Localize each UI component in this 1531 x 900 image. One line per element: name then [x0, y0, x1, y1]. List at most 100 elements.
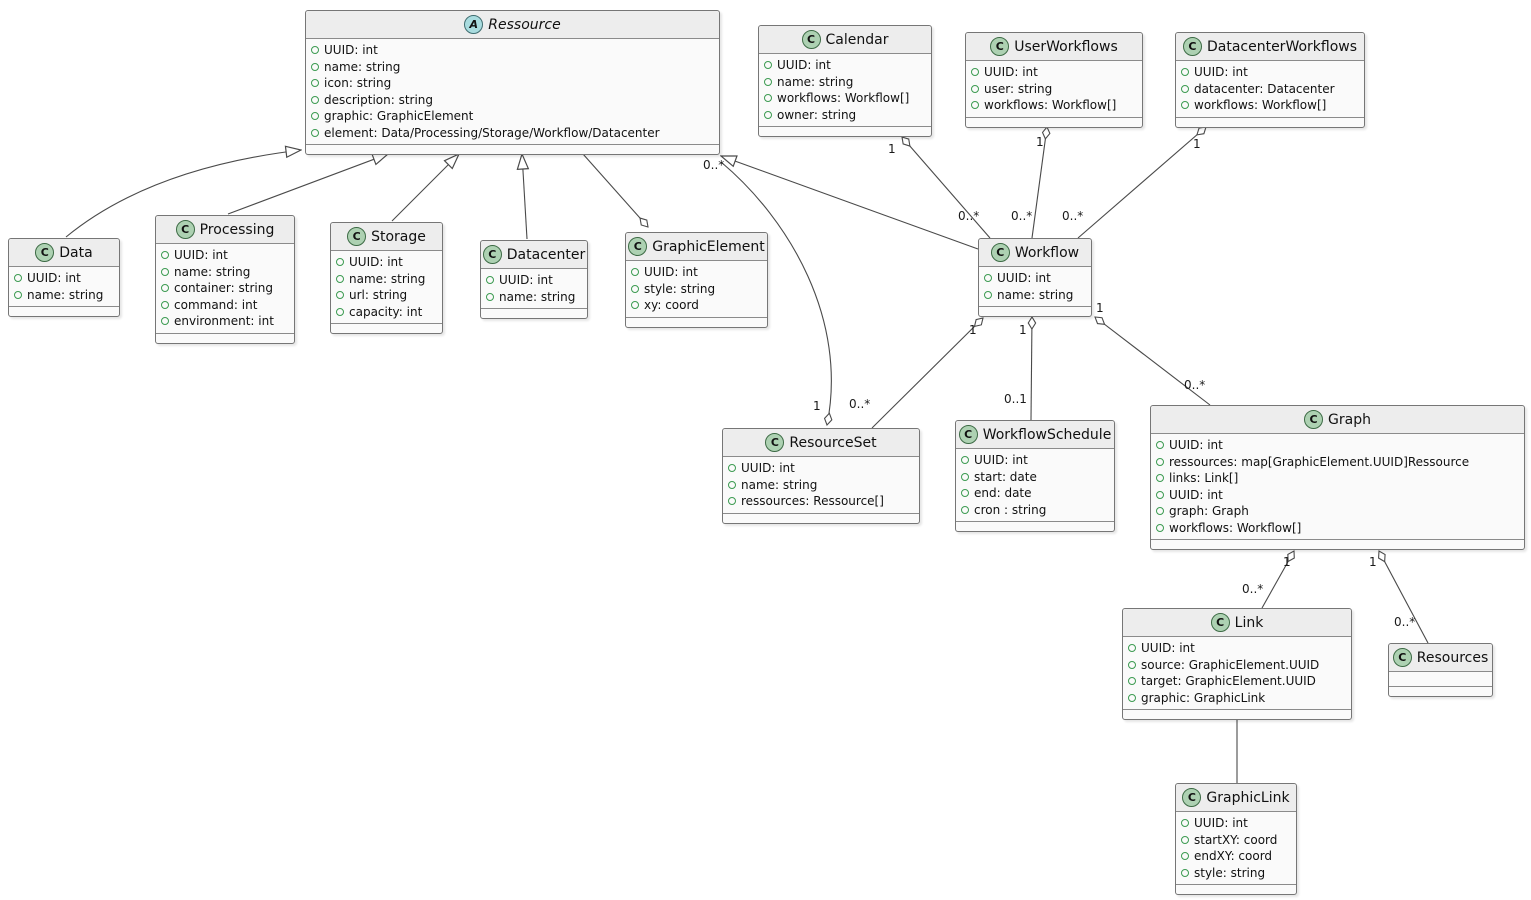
field-row: style: string [1181, 865, 1291, 882]
class-resources-title: C Resources [1389, 644, 1492, 672]
class-calendar: C Calendar UUID: int name: string workfl… [758, 25, 932, 137]
multiplicity-label: 1 [813, 399, 821, 413]
field-visibility-icon [728, 480, 736, 489]
field-visibility-icon [336, 307, 344, 316]
field-visibility-icon [1181, 835, 1189, 844]
class-icon: C [1210, 613, 1230, 632]
methods-compartment [966, 116, 1142, 127]
methods-compartment [331, 323, 442, 333]
field-row: UUID: int [728, 460, 914, 477]
field-visibility-icon [1156, 441, 1164, 450]
field-text: UUID: int [777, 58, 831, 72]
field-text: UUID: int [984, 65, 1038, 79]
field-text: graph: Graph [1169, 504, 1249, 518]
field-text: UUID: int [974, 453, 1028, 467]
class-icon: C [990, 243, 1010, 262]
methods-compartment [156, 332, 294, 343]
field-row: UUID: int [961, 452, 1109, 469]
field-visibility-icon [311, 46, 319, 55]
methods-compartment [979, 306, 1091, 316]
field-text: description: string [324, 92, 434, 107]
field-text: target: GraphicElement.UUID [1141, 674, 1316, 688]
field-row: UUID: int [486, 272, 582, 289]
field-row: capacity: int [336, 304, 437, 321]
field-visibility-icon [1181, 852, 1189, 861]
field-visibility-icon [764, 61, 772, 70]
class-ressource: A Ressource UUID: int name: string icon:… [305, 10, 720, 155]
field-visibility-icon [1156, 523, 1164, 532]
field-row: style: string [631, 281, 762, 298]
multiplicity-label: 1 [1283, 555, 1291, 569]
field-visibility-icon [984, 274, 992, 283]
field-text: start: date [974, 469, 1037, 484]
class-icon: C [990, 37, 1010, 56]
field-visibility-icon [311, 112, 319, 121]
methods-compartment [1389, 686, 1492, 696]
class-datacenter: C Datacenter UUID: int name: string [480, 240, 588, 319]
field-visibility-icon [336, 291, 344, 300]
field-visibility-icon [1181, 84, 1189, 93]
methods-compartment [759, 126, 931, 136]
field-text: name: string [324, 59, 401, 74]
class-datacenterworkflows: C DatacenterWorkflows UUID: int datacent… [1175, 32, 1365, 128]
fields-compartment: UUID: int name: string workflows: Workfl… [759, 54, 931, 126]
class-icon: C [1304, 410, 1324, 429]
field-text: datacenter: Datacenter [1194, 81, 1335, 96]
class-datacenter-title: C Datacenter [481, 241, 587, 269]
class-workflowschedule: C WorkflowSchedule UUID: int start: date… [955, 420, 1115, 532]
fields-compartment [1389, 672, 1492, 686]
class-name: GraphicElement [652, 238, 765, 255]
class-workflow: C Workflow UUID: int name: string [978, 238, 1092, 317]
abstract-class-icon: A [464, 15, 484, 34]
field-row: owner: string [764, 107, 926, 124]
class-storage-title: C Storage [331, 223, 442, 251]
class-data: C Data UUID: int name: string [8, 238, 120, 317]
field-visibility-icon [728, 464, 736, 473]
field-row: url: string [336, 287, 437, 304]
class-userworkflows: C UserWorkflows UUID: int user: string w… [965, 32, 1143, 128]
class-link: C Link UUID: int source: GraphicElement.… [1122, 608, 1352, 720]
class-ressource-title: A Ressource [306, 11, 719, 39]
class-graphiclink: C GraphicLink UUID: int startXY: coord e… [1175, 783, 1297, 895]
class-name: ResourceSet [789, 434, 877, 451]
field-visibility-icon [631, 268, 639, 277]
field-visibility-icon [631, 301, 639, 310]
field-row: name: string [161, 264, 289, 281]
field-text: graphic: GraphicLink [1141, 690, 1266, 705]
edge-data-extends-ressource [65, 150, 301, 238]
field-text: workflows: Workflow[] [1194, 98, 1327, 112]
multiplicity-label: 0..* [849, 397, 871, 411]
field-row: UUID: int [1128, 640, 1346, 657]
field-visibility-icon [311, 62, 319, 71]
field-row: UUID: int [971, 64, 1137, 81]
field-visibility-icon [971, 84, 979, 93]
fields-compartment: UUID: int style: string xy: coord [626, 261, 767, 317]
field-text: user: string [984, 81, 1053, 96]
class-name: Resources [1416, 649, 1489, 666]
fields-compartment: UUID: int name: string icon: string desc… [306, 39, 719, 144]
field-row: name: string [14, 287, 114, 304]
class-name: UserWorkflows [1014, 38, 1118, 55]
field-row: workflows: Workflow[] [1156, 520, 1519, 537]
field-visibility-icon [1156, 507, 1164, 516]
field-visibility-icon [764, 110, 772, 119]
field-visibility-icon [1128, 644, 1136, 653]
class-resourceset-title: C ResourceSet [723, 429, 919, 457]
field-row: environment: int [161, 313, 289, 330]
class-name: Processing [199, 221, 275, 238]
field-row: name: string [311, 59, 714, 76]
field-row: icon: string [311, 75, 714, 92]
class-resources: C Resources [1388, 643, 1493, 697]
field-text: source: GraphicElement.UUID [1141, 657, 1320, 672]
field-visibility-icon [1156, 474, 1164, 483]
field-visibility-icon [1128, 677, 1136, 686]
field-visibility-icon [1156, 457, 1164, 466]
field-visibility-icon [961, 472, 969, 481]
field-text: name: string [741, 477, 818, 492]
field-text: ressources: Ressource[] [741, 494, 884, 508]
fields-compartment: UUID: int name: string url: string capac… [331, 251, 442, 323]
edge-resourceset-ressource-aggregation [720, 161, 831, 425]
field-visibility-icon [961, 489, 969, 498]
edge-storage-extends-ressource [391, 154, 459, 222]
field-visibility-icon [764, 77, 772, 86]
